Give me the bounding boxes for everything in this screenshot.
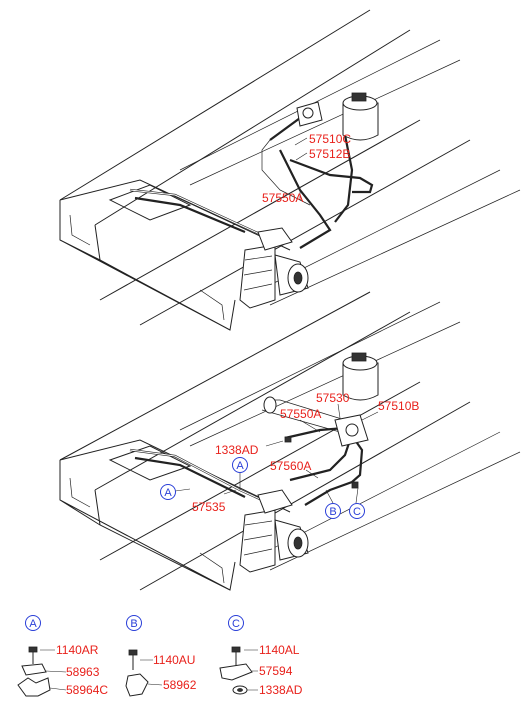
detail-group-b [125, 649, 163, 697]
legend-labels: A 1140AR 58963 58964C B 1140AU 58962 C 1… [25, 615, 303, 697]
label-57535: 57535 [192, 500, 226, 514]
label-57560a: 57560A [270, 459, 311, 473]
label-57512b: 57512B [309, 147, 350, 161]
upper-assembly-view [59, 9, 521, 331]
label-57550a-upper: 57550A [262, 191, 303, 205]
steering-gear-lower [239, 489, 309, 573]
callout-c: C [353, 506, 361, 518]
legend-1140ar: 1140AR [56, 643, 99, 657]
lower-assembly-view [59, 291, 521, 591]
legend-58963: 58963 [66, 665, 100, 679]
lower-labels: 57530 57510B 57550A 1338AD 57560A 57535 [192, 391, 419, 514]
legend-58964c: 58964C [66, 683, 108, 697]
upper-labels: 57510C 57512B 57550A [262, 132, 351, 205]
legend-key-c: C [232, 618, 240, 630]
legend-1140au: 1140AU [153, 653, 195, 667]
label-57550a-lower: 57550A [280, 407, 321, 421]
steering-gear-upper [239, 227, 309, 309]
reservoir-lower [342, 362, 379, 401]
legend-1338ad: 1338AD [259, 683, 303, 697]
legend-1140al: 1140AL [259, 643, 300, 657]
legend-key-b: B [130, 618, 137, 630]
legend-parts [17, 646, 258, 697]
label-57530: 57530 [316, 391, 350, 405]
label-1338ad-lower: 1338AD [215, 443, 259, 457]
legend-key-a: A [29, 618, 37, 630]
callout-a-2: A [164, 487, 172, 499]
reservoir-upper [342, 102, 379, 141]
legend-57594: 57594 [259, 664, 293, 678]
lower-callouts: A A B C [160, 457, 365, 519]
label-57510b: 57510B [378, 399, 419, 413]
detail-group-c [219, 646, 258, 695]
callout-a-1: A [236, 460, 244, 472]
label-57510c: 57510C [309, 132, 351, 146]
callout-b: B [329, 506, 336, 518]
detail-group-a [17, 646, 67, 697]
legend-58962: 58962 [163, 678, 197, 692]
